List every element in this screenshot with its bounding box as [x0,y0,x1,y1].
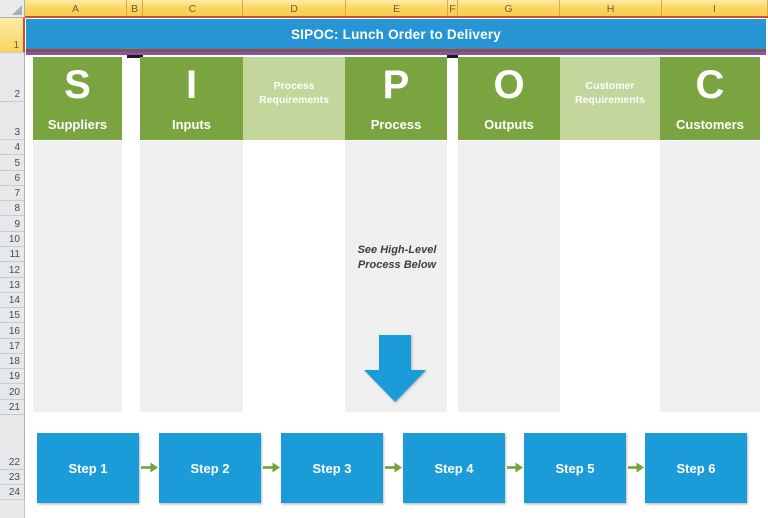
sipoc-letter-inputs: I [185,62,198,107]
process-step-1[interactable]: Step 1 [37,433,139,503]
process-step-5[interactable]: Step 5 [524,433,626,503]
row-header-21[interactable]: 21 [0,399,25,416]
row-header-13[interactable]: 13 [0,277,25,293]
step-connector-arrow-icon[interactable] [140,461,158,479]
sipoc-label-inputs: Inputs [172,117,211,132]
row-header-6[interactable]: 6 [0,170,25,186]
select-all-corner[interactable] [0,0,25,18]
process-step-4[interactable]: Step 4 [403,433,505,503]
sipoc-header-customers[interactable]: C Customers [660,57,760,140]
shape-edge-mark [127,54,143,58]
process-note-line2: Process Below [357,258,437,271]
column-band-suppliers [33,141,122,412]
sheet-title-cell[interactable]: SIPOC: Lunch Order to Delivery [26,19,766,49]
column-header-h[interactable]: H [560,0,662,18]
row-header-3[interactable]: 3 [0,102,25,140]
row-header-20[interactable]: 20 [0,384,25,400]
sipoc-header-outputs[interactable]: O Outputs [458,57,560,140]
sipoc-label-customer-requirements: Customer Requirements [574,79,646,106]
column-header-a[interactable]: A [25,0,127,18]
row-header-9[interactable]: 9 [0,216,25,232]
title-bottom-border [26,49,766,52]
row-header-8[interactable]: 8 [0,201,25,217]
column-header-d[interactable]: D [243,0,346,18]
row-header-23[interactable]: 23 [0,470,25,485]
row-header-15[interactable]: 15 [0,308,25,324]
row-header-12[interactable]: 12 [0,262,25,278]
sipoc-header-inputs[interactable]: I Inputs [140,57,243,140]
row-header-24[interactable]: 24 [0,485,25,500]
column-header-e[interactable]: E [346,0,448,18]
row-header-1[interactable]: 1 [0,18,25,53]
sipoc-header-customer-requirements[interactable]: Customer Requirements [560,57,660,140]
step-connector-arrow-icon[interactable] [506,461,523,479]
sipoc-label-process-requirements: Process Requirements [258,79,330,106]
column-band-outputs [458,141,560,412]
sheet-title: SIPOC: Lunch Order to Delivery [290,26,502,42]
sipoc-header-process-requirements[interactable]: Process Requirements [243,57,345,140]
column-header-g[interactable]: G [458,0,560,18]
step-connector-arrow-icon[interactable] [384,461,402,479]
sipoc-header-suppliers[interactable]: S Suppliers [33,57,122,140]
row-header-22[interactable]: 22 [0,415,25,470]
row-header-2[interactable]: 2 [0,53,25,102]
sipoc-label-outputs: Outputs [484,117,534,132]
row-header-16[interactable]: 16 [0,323,25,339]
row-header-18[interactable]: 18 [0,353,25,370]
process-step-3[interactable]: Step 3 [281,433,383,503]
sipoc-letter-customers: C [695,62,725,107]
row-header-17[interactable]: 17 [0,338,25,354]
row-header-10[interactable]: 10 [0,231,25,247]
process-note-line1: See High-Level [357,244,437,256]
sipoc-letter-suppliers: S [64,62,91,107]
sipoc-label-customers: Customers [676,117,744,132]
sipoc-header-process[interactable]: P Process [345,57,447,140]
row-header-4[interactable]: 4 [0,140,25,156]
row-header-7[interactable]: 7 [0,185,25,202]
sipoc-label-process: Process [370,117,422,132]
row-header-5[interactable]: 5 [0,155,25,171]
process-note[interactable]: See High-Level Process Below [346,243,448,273]
column-band-customers [660,141,760,412]
row-header-11[interactable]: 11 [0,246,25,263]
process-step-2[interactable]: Step 2 [159,433,261,503]
selection-underline [25,15,768,18]
process-step-6[interactable]: Step 6 [645,433,747,503]
sipoc-letter-process: P [382,62,410,107]
shape-edge-mark [447,54,458,58]
column-band-inputs [140,141,243,412]
step-connector-arrow-icon[interactable] [627,461,644,479]
sipoc-letter-outputs: O [493,62,525,107]
sipoc-label-suppliers: Suppliers [47,117,108,132]
decorative-purple-line [26,52,766,55]
step-connector-arrow-icon[interactable] [262,461,280,479]
row-header-14[interactable]: 14 [0,292,25,309]
column-header-b[interactable]: B [127,0,143,18]
column-header-c[interactable]: C [143,0,243,18]
down-arrow-icon[interactable] [360,333,430,404]
column-header-f[interactable]: F [448,0,458,18]
row-header-19[interactable]: 19 [0,369,25,385]
